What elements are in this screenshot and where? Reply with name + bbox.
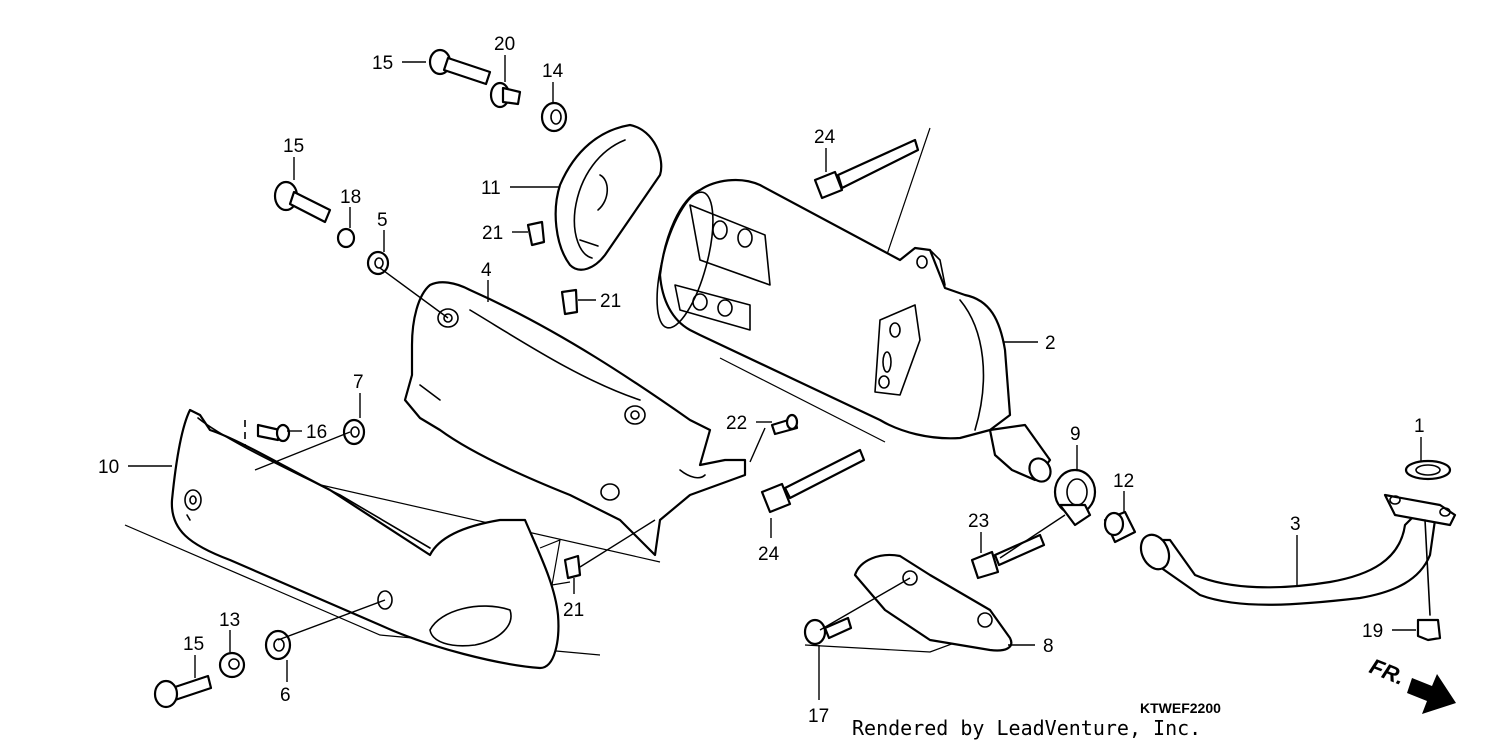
- callout-22: 22: [726, 413, 747, 434]
- callout-11: 11: [481, 178, 501, 199]
- bolt-part-15-left[interactable]: [273, 180, 332, 224]
- clamp-part-9[interactable]: [1053, 468, 1097, 527]
- cover-part-10[interactable]: [170, 408, 560, 670]
- callout-10: 10: [98, 457, 119, 478]
- protector-part-4[interactable]: [403, 281, 747, 557]
- bolt-part-17[interactable]: [803, 616, 853, 646]
- callout-8: 8: [1043, 636, 1054, 657]
- callout-18: 18: [340, 187, 361, 208]
- bolt-part-23[interactable]: [970, 533, 1046, 580]
- clip-part-21-c[interactable]: [563, 554, 582, 580]
- screw-part-16[interactable]: [256, 423, 291, 443]
- clip-part-21-b[interactable]: [560, 288, 579, 316]
- collar-part-13[interactable]: [218, 651, 246, 679]
- pipe-protector-part-8[interactable]: [853, 553, 1013, 652]
- callout-5: 5: [377, 210, 388, 231]
- callout-17: 17: [808, 706, 829, 727]
- front-label: FR.: [1366, 653, 1408, 689]
- collar-part-20[interactable]: [489, 81, 522, 109]
- callout-21-a: 21: [482, 223, 503, 244]
- callout-6: 6: [280, 685, 291, 706]
- clip-part-21-a[interactable]: [526, 220, 546, 247]
- muffler-part-2[interactable]: [646, 178, 1055, 485]
- callout-1: 1: [1414, 416, 1425, 437]
- grommet-part-7[interactable]: [342, 418, 366, 446]
- callout-7: 7: [353, 372, 364, 393]
- screw-part-22[interactable]: [770, 413, 799, 436]
- callout-23: 23: [968, 511, 989, 532]
- callout-19: 19: [1362, 621, 1383, 642]
- gasket-part-1[interactable]: [1404, 459, 1452, 481]
- callout-21-c: 21: [563, 600, 584, 621]
- grommet-part-14[interactable]: [540, 101, 568, 133]
- leader-lines: [128, 55, 1422, 700]
- callout-15-left: 15: [283, 136, 304, 157]
- callout-4: 4: [481, 260, 492, 281]
- front-direction-indicator: FR.: [1366, 653, 1456, 714]
- collar-part-12[interactable]: [1103, 510, 1137, 544]
- callout-13: 13: [219, 610, 240, 631]
- callout-15-bottom: 15: [183, 634, 204, 655]
- end-cap-part-11[interactable]: [554, 123, 663, 271]
- bolt-part-24-bottom[interactable]: [760, 448, 866, 514]
- callouts: 1 2 3 4 5 6 7 8 9 10 11 12 13 14 15 15 1…: [98, 34, 1425, 727]
- collar-part-18[interactable]: [336, 227, 356, 249]
- callout-3: 3: [1290, 514, 1301, 535]
- diagram-code: KTWEF2200: [1140, 700, 1221, 716]
- callout-24-bottom: 24: [758, 544, 780, 565]
- front-arrow-icon: [1407, 674, 1456, 714]
- callout-16: 16: [306, 422, 327, 443]
- exhaust-pipe-part-3[interactable]: [1136, 493, 1457, 616]
- callout-12: 12: [1113, 471, 1134, 492]
- callout-2: 2: [1045, 333, 1056, 354]
- grommet-part-6[interactable]: [264, 629, 292, 661]
- callout-15-top: 15: [372, 53, 393, 74]
- nut-part-19[interactable]: [1416, 618, 1442, 642]
- callout-20: 20: [494, 34, 515, 55]
- callout-24-top: 24: [814, 127, 836, 148]
- bolt-part-24-top[interactable]: [813, 138, 920, 200]
- watermark-text: Rendered by LeadVenture, Inc.: [852, 716, 1202, 740]
- callout-21-b: 21: [600, 291, 621, 312]
- callout-14: 14: [542, 61, 564, 82]
- grommet-part-5[interactable]: [366, 250, 390, 276]
- bolt-part-15-top[interactable]: [428, 48, 492, 86]
- bolt-part-15-bottom[interactable]: [153, 674, 213, 709]
- callout-9: 9: [1070, 424, 1081, 445]
